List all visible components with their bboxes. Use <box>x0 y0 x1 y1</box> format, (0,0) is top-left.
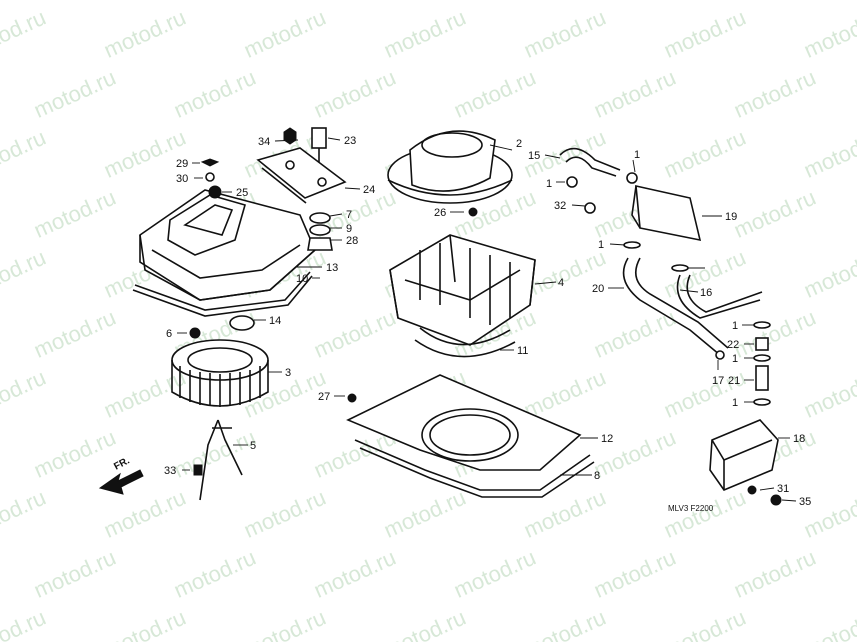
callout-14: 14 <box>269 315 281 327</box>
callout-27: 27 <box>318 391 330 403</box>
callout-11: 11 <box>517 345 528 357</box>
filter-stay <box>193 419 243 501</box>
base-plate <box>346 374 595 498</box>
callout-17: 17 <box>712 375 724 387</box>
callout-3: 3 <box>285 367 291 379</box>
callout-1: 1 <box>732 353 738 365</box>
callout-21: 21 <box>728 375 740 387</box>
intake-funnel <box>387 130 513 204</box>
callout-1: 1 <box>546 178 552 190</box>
callout-33: 33 <box>164 465 176 477</box>
callout-1: 1 <box>634 149 640 161</box>
callout-16: 16 <box>700 287 712 299</box>
bolt-26 <box>468 207 478 217</box>
air-cleaner-case <box>389 234 536 358</box>
callout-23: 23 <box>344 135 356 147</box>
small-hardware-left <box>189 127 333 339</box>
front-direction-arrow <box>98 469 144 495</box>
callout-25: 25 <box>236 187 248 199</box>
callout-1: 1 <box>732 397 738 409</box>
air-filter-element <box>171 339 269 407</box>
front-direction-label: FR. <box>112 455 132 472</box>
callout-30: 30 <box>176 173 188 185</box>
callout-12: 12 <box>601 433 613 445</box>
air-cleaner-cover <box>132 189 316 317</box>
screw-27 <box>347 393 357 403</box>
breather-hoses <box>559 147 771 406</box>
callout-22: 22 <box>727 339 739 351</box>
leader-lines <box>177 137 797 502</box>
callout-24: 24 <box>363 184 375 196</box>
callout-28: 28 <box>346 235 358 247</box>
callout-2: 2 <box>516 138 522 150</box>
callout-32: 32 <box>554 200 566 212</box>
callout-34: 34 <box>258 136 270 148</box>
callout-18: 18 <box>793 433 805 445</box>
diagram-code: MLV3 F2200 <box>668 504 714 513</box>
mounting-rail <box>256 147 347 204</box>
callout-29: 29 <box>176 158 188 170</box>
callout-labels: 1 1 1 1 1 1 2 3 4 5 6 7 8 9 10 11 12 13 … <box>112 135 811 513</box>
callout-1: 1 <box>598 239 604 251</box>
callout-4: 4 <box>558 277 564 289</box>
callout-8: 8 <box>594 470 600 482</box>
drain-tank <box>709 419 782 506</box>
callout-19: 19 <box>725 211 737 223</box>
callout-35: 35 <box>799 496 811 508</box>
callout-9: 9 <box>346 223 352 235</box>
callout-13: 13 <box>326 262 338 274</box>
callout-6: 6 <box>166 328 172 340</box>
callout-26: 26 <box>434 207 446 219</box>
callout-7: 7 <box>346 209 352 221</box>
callout-20: 20 <box>592 283 604 295</box>
callout-31: 31 <box>777 483 789 495</box>
callout-5: 5 <box>250 440 256 452</box>
callout-10: 10 <box>296 273 308 285</box>
callout-15: 15 <box>528 150 540 162</box>
callout-1: 1 <box>732 320 738 332</box>
